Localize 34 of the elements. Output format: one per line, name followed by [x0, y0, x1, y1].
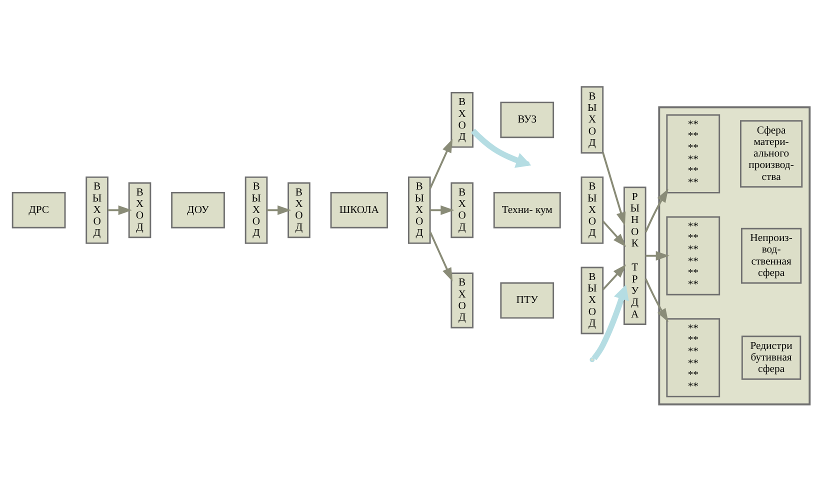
node-box: ВЫХОД — [408, 176, 431, 244]
node-box: ** ** ** ** ** ** — [666, 318, 720, 398]
node-box: ** ** ** ** ** ** — [666, 114, 720, 194]
node-box: ** ** ** ** ** ** — [666, 216, 720, 296]
node-box: РЫНОК ТРУДА — [623, 186, 646, 325]
node-box: ПТУ — [500, 282, 554, 319]
node-box: ВХОД — [450, 92, 474, 148]
arrow — [602, 152, 626, 226]
arrow — [592, 284, 629, 360]
node-box: ВЫХОД — [244, 176, 268, 244]
node-box: Редистри бутивная сфера — [741, 336, 802, 380]
node-box: ВЫХОД — [580, 176, 604, 244]
arrow — [108, 205, 132, 215]
node-box: Сфера матери- ального производ- ства — [740, 120, 803, 188]
arrow — [429, 232, 453, 282]
arrow — [646, 251, 670, 261]
node-box: ВХОД — [450, 272, 474, 328]
node-box: ВЫХОД — [86, 176, 108, 244]
arrow — [602, 264, 626, 290]
node-box: ВУЗ — [500, 102, 554, 138]
arrow — [267, 205, 292, 215]
arrow — [430, 205, 454, 215]
arrow — [429, 138, 453, 189]
node-box: Техни- кум — [493, 192, 561, 228]
node-box: ВХОД — [128, 182, 152, 238]
node-box: Непроиз- вод- ственная сфера — [740, 228, 802, 284]
node-box: ДРС — [12, 192, 66, 228]
node-box: ВЫХОД — [580, 266, 604, 334]
node-box: ВЫХОД — [580, 86, 604, 154]
node-box: ДОУ — [171, 192, 225, 228]
arrow — [602, 220, 626, 248]
node-box: ШКОЛА — [330, 192, 388, 228]
node-box: ВХОД — [450, 182, 474, 238]
node-box: ВХОД — [288, 182, 310, 238]
